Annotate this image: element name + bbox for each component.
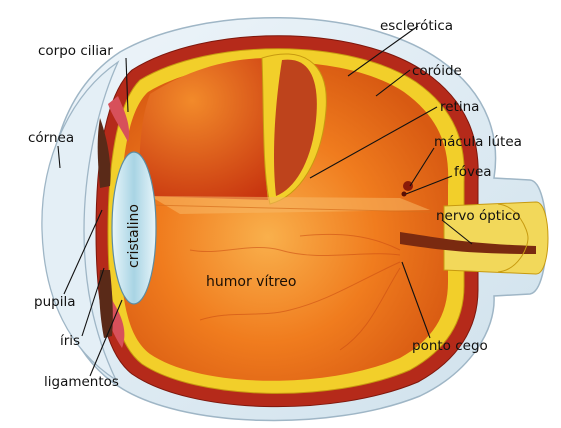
label-pupila: pupila <box>34 294 75 310</box>
label-fovea: fóvea <box>454 164 492 180</box>
label-esclerotica: esclerótica <box>380 18 453 34</box>
section-plane <box>150 196 430 214</box>
label-cornea: córnea <box>28 130 74 146</box>
label-retina: retina <box>440 99 479 115</box>
label-ponto-cego: ponto cego <box>412 338 488 354</box>
lens <box>111 151 157 305</box>
label-ligamentos: ligamentos <box>44 374 119 390</box>
section-line <box>149 204 431 213</box>
macula-spot <box>403 181 413 191</box>
leader-lines <box>57 25 473 377</box>
label-coroide: coróide <box>412 63 462 79</box>
label-corpo-ciliar: corpo ciliar <box>38 43 113 59</box>
label-humor-vitreo: humor vítreo <box>206 274 296 290</box>
cutaway-cavity <box>139 58 290 200</box>
ciliary-body-top <box>108 96 130 142</box>
fovea-spot <box>401 191 407 197</box>
iris-top <box>97 118 111 188</box>
cornea <box>41 60 120 382</box>
iris-bottom <box>99 270 113 338</box>
label-cristalino: cristalino <box>126 204 142 268</box>
label-nervo-optico: nervo óptico <box>436 208 521 224</box>
blood-vessels <box>189 233 401 351</box>
label-iris: íris <box>60 333 80 349</box>
cut-wall-choroid <box>274 59 317 196</box>
optic-nerve-vessel <box>400 232 536 254</box>
label-macula-lutea: mácula lútea <box>434 134 522 150</box>
